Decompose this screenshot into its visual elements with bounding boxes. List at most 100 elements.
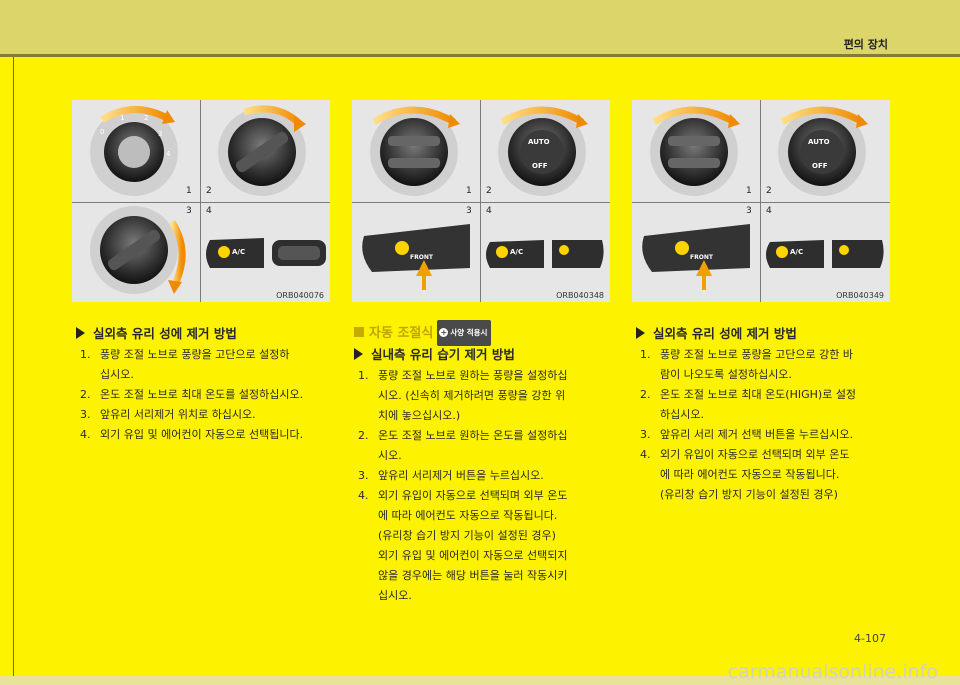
step-number: 1.	[358, 369, 369, 382]
knob-auto-label: AUTO	[808, 138, 830, 146]
step-line: 온도 조절 노브로 최대 온도(HIGH)로 설정	[660, 388, 857, 401]
step-line: 않을 경우에는 해당 버튼을 눌러 작동시키	[378, 569, 568, 582]
grid-divider-horizontal	[352, 202, 610, 203]
step-line: 풍량 조절 노브로 풍량을 고단으로 설정하	[100, 348, 290, 361]
figure-manual-knobs: 0 1 2 3 4 1 2 3 4 A/C ORB040076	[72, 100, 330, 302]
step-line: 외기 유입 및 에어컨이 자동으로 선택되지	[378, 549, 568, 562]
left-margin-rule	[13, 57, 14, 677]
grid-divider-vertical	[480, 100, 481, 302]
step-line: 람이 나오도록 설정하십시오.	[660, 368, 792, 381]
step-line: 치에 놓으십시오.)	[378, 409, 461, 422]
step-line: (유리창 습기 방지 기능이 설정된 경우)	[660, 488, 838, 501]
step-line: 십시오.	[100, 368, 134, 381]
step-number: 3.	[80, 408, 91, 421]
auto-knob-illustration	[362, 106, 604, 290]
knob-illustration	[90, 105, 326, 294]
front-button-label: FRONT	[690, 254, 713, 261]
figure-auto-knobs-exterior: AUTO OFF 1 2 3 4 FRONT A/C ORB040349	[632, 100, 890, 302]
step-line: 앞유리 서리제거 버튼을 누르십시오.	[378, 469, 544, 482]
step-number: 2.	[358, 429, 369, 442]
step-line: 십시오.	[378, 589, 412, 602]
ac-button-label: A/C	[510, 248, 524, 256]
bottom-strip	[0, 676, 960, 685]
step-number: 2.	[640, 388, 651, 401]
step-line: 풍량 조절 노브로 풍량을 고단으로 강한 바	[660, 348, 854, 361]
step-number: 4.	[640, 448, 651, 461]
ac-button-label: A/C	[232, 248, 246, 256]
knob-number: 4	[166, 150, 171, 158]
middle-column: 자동 조절식+사양 적용시 실내측 유리 습기 제거 방법 1.풍량 조절 노브…	[354, 320, 624, 606]
step-item: 3.앞유리 서리제거 버튼을 누르십시오.	[354, 466, 624, 486]
step-number: 4.	[80, 428, 91, 441]
triangle-bullet-icon	[636, 327, 645, 339]
step-number: 3.	[640, 428, 651, 441]
ac-button-label: A/C	[790, 248, 804, 256]
step-line: (유리창 습기 방지 기능이 설정된 경우)	[378, 529, 556, 542]
step-item: 2. 온도 조절 노브로 최대 온도를 설정하십시오.	[76, 385, 338, 405]
step-line: 앞유리 서리제거 위치로 하십시오.	[100, 408, 256, 421]
watermark: carmanualsonline.info	[727, 661, 938, 683]
cell-label-1: 1	[186, 186, 192, 196]
triangle-bullet-icon	[76, 327, 85, 339]
page-number: 4-107	[854, 632, 886, 645]
knob-number: 2	[144, 114, 149, 122]
header-bar	[0, 0, 960, 56]
auto-knob-illustration	[642, 106, 884, 290]
grid-divider-horizontal	[72, 202, 330, 203]
knob-number: 1	[120, 114, 125, 122]
figure-code: ORB040076	[276, 291, 324, 300]
left-heading: 실외측 유리 성에 제거 방법	[76, 323, 338, 345]
step-line: 에 따라 에어컨도 자동으로 작동됩니다.	[660, 468, 840, 481]
step-number: 2.	[80, 388, 91, 401]
figure-code: ORB040349	[836, 291, 884, 300]
option-badge-text: 사양 적용시	[450, 328, 488, 337]
middle-heading-text: 실내측 유리 습기 제거 방법	[371, 347, 515, 362]
grid-divider-vertical	[760, 100, 761, 302]
cell-label-2: 2	[766, 186, 772, 196]
step-line: 온도 조절 노브로 최대 온도를 설정하십시오.	[100, 388, 304, 401]
step-line: 하십시오.	[660, 408, 704, 421]
cell-label-4: 4	[766, 206, 772, 216]
step-number: 1.	[80, 348, 91, 361]
step-item: 3.앞유리 서리 제거 선택 버튼을 누르십시오.	[636, 425, 898, 445]
step-line: 에 따라 에어컨도 자동으로 작동됩니다.	[378, 509, 558, 522]
header-divider	[0, 54, 960, 57]
auto-section-title: 자동 조절식+사양 적용시	[354, 320, 624, 346]
step-item: 4.외기 유입 및 에어컨이 자동으로 선택됩니다.	[76, 425, 338, 445]
step-line: 시오.	[378, 449, 402, 462]
cell-label-1: 1	[466, 186, 472, 196]
left-column: 실외측 유리 성에 제거 방법 1. 풍량 조절 노브로 풍량을 고단으로 설정하…	[76, 323, 338, 445]
figure-code: ORB040348	[556, 291, 604, 300]
cell-label-1: 1	[746, 186, 752, 196]
section-title: 편의 장치	[843, 38, 888, 51]
square-bullet-icon	[354, 327, 364, 337]
right-heading-text: 실외측 유리 성에 제거 방법	[653, 326, 797, 341]
step-number: 4.	[358, 489, 369, 502]
grid-divider-horizontal	[632, 202, 890, 203]
step-item: 3. 앞유리 서리제거 위치로 하십시오.	[76, 405, 338, 425]
cell-label-4: 4	[206, 206, 212, 216]
auto-section-text: 자동 조절식	[369, 326, 434, 341]
knob-number: 3	[158, 130, 163, 138]
front-button-label: FRONT	[410, 254, 433, 261]
left-heading-text: 실외측 유리 성에 제거 방법	[93, 326, 237, 341]
figure-auto-knobs-interior: AUTO OFF 1 2 3 4 FRONT A/C ORB040348	[352, 100, 610, 302]
step-line: 풍량 조절 노브로 원하는 풍량을 설정하십	[378, 369, 568, 382]
cell-label-2: 2	[486, 186, 492, 196]
plus-icon: +	[439, 328, 449, 337]
step-line: 외기 유입이 자동으로 선택되며 외부 온도	[378, 489, 568, 502]
cell-label-3: 3	[746, 206, 752, 216]
option-badge: +사양 적용시	[437, 320, 492, 346]
step-line: 시오. (신속히 제거하려면 풍량을 강한 위	[378, 389, 566, 402]
knob-off-label: OFF	[532, 162, 548, 170]
right-column: 실외측 유리 성에 제거 방법 1.풍량 조절 노브로 풍량을 고단으로 강한 …	[636, 323, 898, 505]
cell-label-3: 3	[466, 206, 472, 216]
cell-label-3: 3	[186, 206, 192, 216]
